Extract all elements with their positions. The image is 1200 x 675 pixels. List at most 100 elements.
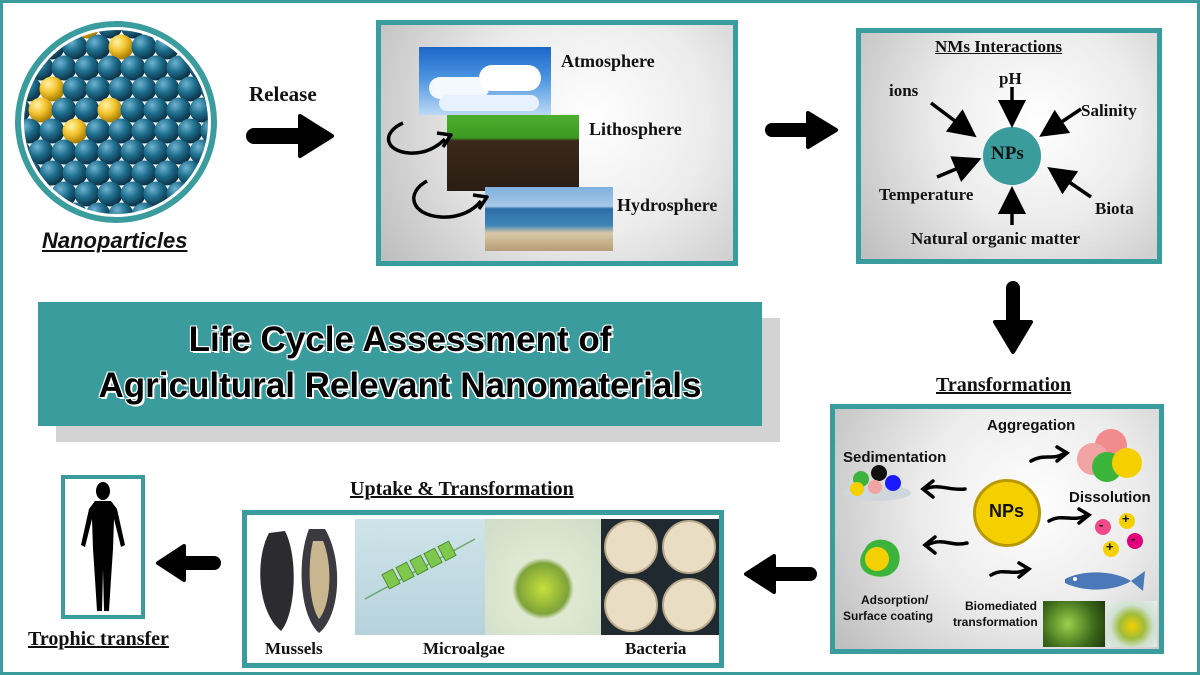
factor-ph: pH	[999, 69, 1022, 88]
blue-nanoparticle	[131, 76, 157, 102]
transformation-center-np	[973, 479, 1041, 547]
blue-nanoparticle	[85, 118, 111, 144]
blue-nanoparticle	[24, 34, 42, 60]
interactions-center-label: NPs	[991, 143, 1024, 164]
process-surface-coating: Surface coating	[843, 609, 934, 623]
transformation-title: Transformation	[936, 374, 1072, 396]
blue-nanoparticle	[166, 139, 192, 165]
blue-nanoparticle	[39, 118, 65, 144]
bacteria-plates-photo	[601, 519, 719, 635]
transformation-panel: Aggregation Sedimentation Dissolution Ad…	[830, 404, 1164, 654]
blue-nanoparticle	[177, 118, 203, 144]
blue-nanoparticle	[143, 97, 169, 123]
blue-nanoparticle	[74, 55, 100, 81]
atmosphere-photo	[419, 47, 551, 115]
microalgae-cell-photo	[485, 519, 601, 635]
yellow-nanoparticle	[97, 97, 123, 123]
blue-nanoparticle	[74, 181, 100, 207]
blue-nanoparticle	[85, 202, 111, 214]
blue-nanoparticle	[120, 181, 146, 207]
title-line-1: Life Cycle Assessment of	[188, 320, 612, 359]
blue-nanoparticle	[39, 160, 65, 186]
yellow-nanoparticle	[39, 76, 65, 102]
yellow-nanoparticle	[62, 118, 88, 144]
blue-nanoparticle	[74, 97, 100, 123]
blue-nanoparticle	[108, 76, 134, 102]
lithosphere-photo	[447, 115, 579, 191]
lithosphere-label: Lithosphere	[589, 119, 682, 139]
blue-nanoparticle	[108, 118, 134, 144]
transformation-center-label: NPs	[989, 501, 1025, 521]
release-label: Release	[249, 82, 317, 106]
uptake-title: Uptake & Transformation	[350, 478, 574, 500]
interactions-title: NMs Interactions	[935, 37, 1063, 56]
blue-nanoparticle	[97, 30, 123, 39]
factor-ions: ions	[889, 81, 919, 100]
human-silhouette-icon	[81, 482, 125, 611]
blue-nanoparticle	[154, 160, 180, 186]
blue-nanoparticle	[120, 139, 146, 165]
factor-temperature: Temperature	[879, 185, 974, 204]
blue-nanoparticle	[24, 118, 42, 144]
blue-nanoparticle	[97, 55, 123, 81]
blue-nanoparticle	[85, 34, 111, 60]
blue-nanoparticle	[28, 139, 54, 165]
ion-label: -	[1131, 531, 1136, 546]
hydrosphere-photo	[485, 187, 613, 251]
blue-nanoparticle	[120, 55, 146, 81]
blue-nanoparticle	[85, 160, 111, 186]
blue-nanoparticle	[177, 76, 203, 102]
blue-nanoparticle	[108, 202, 134, 214]
blue-nanoparticle	[143, 55, 169, 81]
release-arrow-icon	[246, 114, 334, 158]
blue-nanoparticle	[120, 97, 146, 123]
atmosphere-label: Atmosphere	[561, 51, 655, 71]
interactions-center-np	[983, 127, 1041, 185]
ion-label: -	[1099, 517, 1104, 532]
right-arrow-icon	[765, 111, 838, 149]
blue-nanoparticle	[108, 160, 134, 186]
blue-nanoparticle	[74, 139, 100, 165]
blue-nanoparticle	[85, 76, 111, 102]
blue-nanoparticle	[62, 76, 88, 102]
ion-label: +	[1106, 539, 1114, 554]
process-transformation: transformation	[953, 615, 1038, 629]
blue-nanoparticle	[177, 202, 203, 214]
blue-nanoparticle	[143, 139, 169, 165]
factor-salinity: Salinity	[1081, 101, 1137, 120]
microalgae-photo	[355, 519, 485, 635]
nanoparticle-cluster-image	[15, 21, 217, 223]
blue-nanoparticle	[51, 139, 77, 165]
biomediated-photo-2	[1107, 601, 1157, 647]
hydrosphere-label: Hydrosphere	[617, 195, 718, 215]
uptake-panel: Mussels Microalgae Bacteria	[242, 510, 724, 668]
interaction-arrows	[929, 87, 1092, 225]
blue-nanoparticle	[131, 34, 157, 60]
blue-nanoparticle	[166, 97, 192, 123]
blue-nanoparticle	[143, 181, 169, 207]
organism-bacteria: Bacteria	[625, 639, 687, 658]
blue-nanoparticle	[131, 118, 157, 144]
title-box: Life Cycle Assessment of Agricultural Re…	[38, 302, 762, 426]
blue-nanoparticle	[51, 97, 77, 123]
blue-nanoparticle	[97, 139, 123, 165]
biomediated-photo-1	[1043, 601, 1105, 647]
blue-nanoparticle	[166, 55, 192, 81]
blue-nanoparticle	[154, 76, 180, 102]
organism-microalgae: Microalgae	[423, 639, 505, 658]
ion-label: +	[1122, 511, 1130, 526]
blue-nanoparticle	[51, 55, 77, 81]
blue-nanoparticle	[97, 181, 123, 207]
blue-nanoparticle	[154, 118, 180, 144]
yellow-nanoparticle	[28, 97, 54, 123]
blue-nanoparticle	[24, 202, 42, 214]
blue-nanoparticle	[131, 160, 157, 186]
nms-interactions-panel: NMs Interactions NPs ions pH Salinity Te…	[856, 28, 1162, 264]
left-arrow-icon	[156, 544, 221, 582]
blue-nanoparticle	[62, 160, 88, 186]
organism-mussels: Mussels	[265, 639, 323, 658]
yellow-nanoparticle	[108, 34, 134, 60]
factor-biota: Biota	[1095, 199, 1134, 218]
mussels-photo	[251, 519, 355, 639]
blue-nanoparticle	[189, 139, 208, 165]
